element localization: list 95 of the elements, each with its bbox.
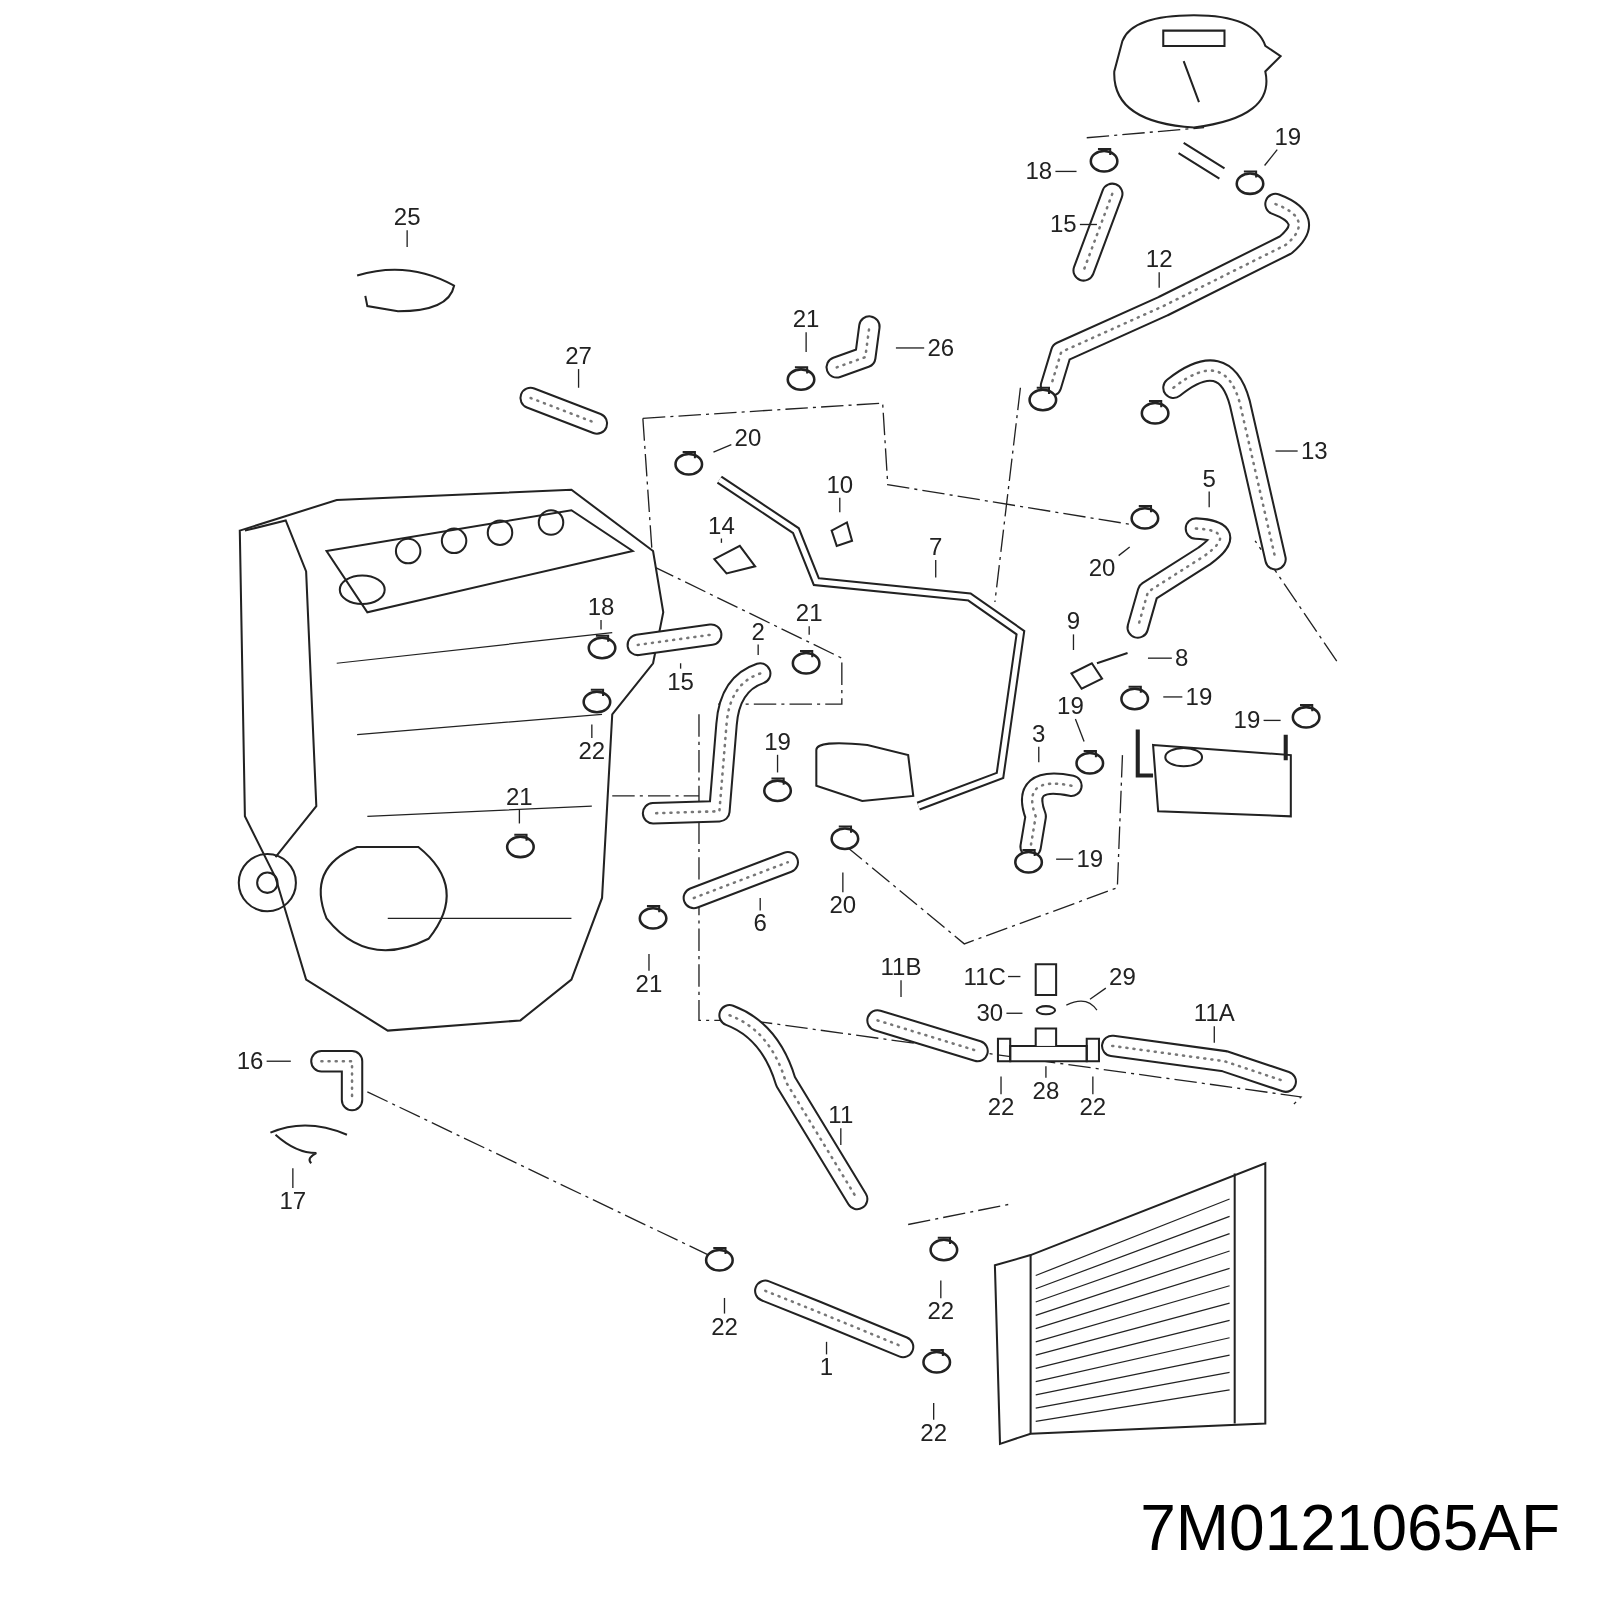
callout-number: 15	[667, 669, 694, 694]
callout-number: 17	[279, 1189, 307, 1213]
callout-number: 19	[1057, 694, 1084, 719]
callout-number: 8	[1174, 646, 1189, 671]
leader-line	[1213, 1025, 1215, 1044]
leader-line	[1162, 696, 1183, 698]
leader-line	[406, 229, 408, 248]
leader-line	[712, 444, 732, 453]
callout-number: 19	[1274, 124, 1302, 149]
leader-line	[1000, 1075, 1002, 1095]
leader-line	[1118, 546, 1131, 557]
leader-line	[935, 559, 937, 579]
leader-line	[776, 754, 779, 774]
callout-number: 28	[1032, 1078, 1060, 1103]
callout-number: 29	[1109, 964, 1136, 989]
callout-number: 21	[795, 601, 823, 626]
leader-line	[591, 723, 593, 739]
leader-line	[720, 537, 723, 544]
callout-number: 21	[635, 971, 663, 996]
leader-line	[1208, 490, 1210, 508]
callout-number: 14	[708, 513, 735, 538]
leader-line	[577, 368, 580, 389]
leader-line	[1079, 223, 1098, 226]
callout-number: 6	[753, 911, 767, 936]
leader-line	[648, 953, 650, 972]
leader-line	[600, 619, 602, 631]
callout-number: 1	[819, 1355, 834, 1380]
callout-number: 26	[927, 335, 955, 360]
callout-number: 22	[711, 1314, 738, 1339]
leader-line	[1005, 1012, 1024, 1014]
leader-line	[1262, 719, 1282, 722]
callout-number: 11C	[963, 964, 1006, 989]
callout-number: 22	[920, 1420, 947, 1445]
leader-line	[940, 1279, 942, 1299]
callout-number: 19	[1076, 847, 1104, 872]
leader-line	[723, 1297, 726, 1315]
callout-number: 2	[751, 619, 765, 644]
callout-number: 30	[976, 1001, 1004, 1026]
callout-number: 9	[1066, 609, 1081, 634]
callout-number: 27	[565, 344, 592, 369]
leader-line	[1074, 718, 1085, 743]
callout-number: 15	[1049, 212, 1077, 237]
leader-line	[933, 1402, 935, 1421]
leader-line	[679, 662, 682, 670]
callout-number: 11	[828, 1103, 854, 1128]
leader-line	[265, 1060, 292, 1062]
leader-line	[518, 809, 521, 825]
leader-line	[842, 871, 844, 893]
leader-line	[1054, 170, 1078, 173]
leader-line	[1089, 987, 1107, 1000]
part-number: 7M0121065AF	[1140, 1496, 1560, 1560]
leader-line	[900, 979, 902, 998]
callout-number: 10	[826, 472, 854, 497]
callout-number: 12	[1145, 247, 1173, 272]
callout-number: 21	[792, 307, 820, 332]
leader-line	[825, 1341, 828, 1356]
callout-number: 18	[587, 595, 615, 620]
callout-number: 22	[987, 1095, 1015, 1120]
callout-number: 5	[1202, 466, 1216, 491]
leader-line	[1007, 975, 1022, 978]
callout-number: 20	[1088, 556, 1116, 581]
callout-number: 16	[236, 1049, 264, 1074]
leader-line	[1038, 745, 1040, 763]
leader-line	[840, 1127, 842, 1146]
callout-number: 7	[929, 534, 943, 559]
leader-line	[1274, 450, 1299, 452]
callout-number: 19	[1185, 684, 1213, 709]
leader-line	[1092, 1075, 1094, 1095]
leader-line	[805, 331, 807, 353]
callout-number: 22	[1079, 1095, 1107, 1120]
callout-number: 22	[927, 1299, 955, 1324]
leader-line	[839, 497, 841, 513]
callout-number: 21	[506, 784, 533, 809]
leader-line	[1045, 1065, 1047, 1079]
leader-line	[808, 625, 810, 636]
leader-line	[757, 643, 759, 656]
callout-number: 20	[829, 893, 857, 918]
callout-number: 19	[764, 729, 791, 754]
leader-line	[895, 347, 925, 349]
callout-number: 3	[1032, 721, 1046, 746]
leader-line	[1055, 858, 1074, 860]
leader-line	[1147, 657, 1173, 659]
callout-number: 25	[393, 205, 421, 230]
callout-number: 11A	[1193, 1001, 1235, 1026]
callout-number: 22	[578, 739, 606, 763]
leader-line	[292, 1167, 294, 1189]
callout-number: 18	[1025, 159, 1053, 184]
callout-number: 11B	[880, 955, 922, 980]
callout-number: 13	[1300, 439, 1328, 463]
leader-line	[759, 897, 761, 912]
leader-line	[1072, 633, 1075, 651]
callout-number: 19	[1233, 708, 1261, 733]
leader-line	[1158, 271, 1160, 289]
callout-number: 20	[734, 425, 762, 450]
leader-line	[1263, 149, 1278, 167]
